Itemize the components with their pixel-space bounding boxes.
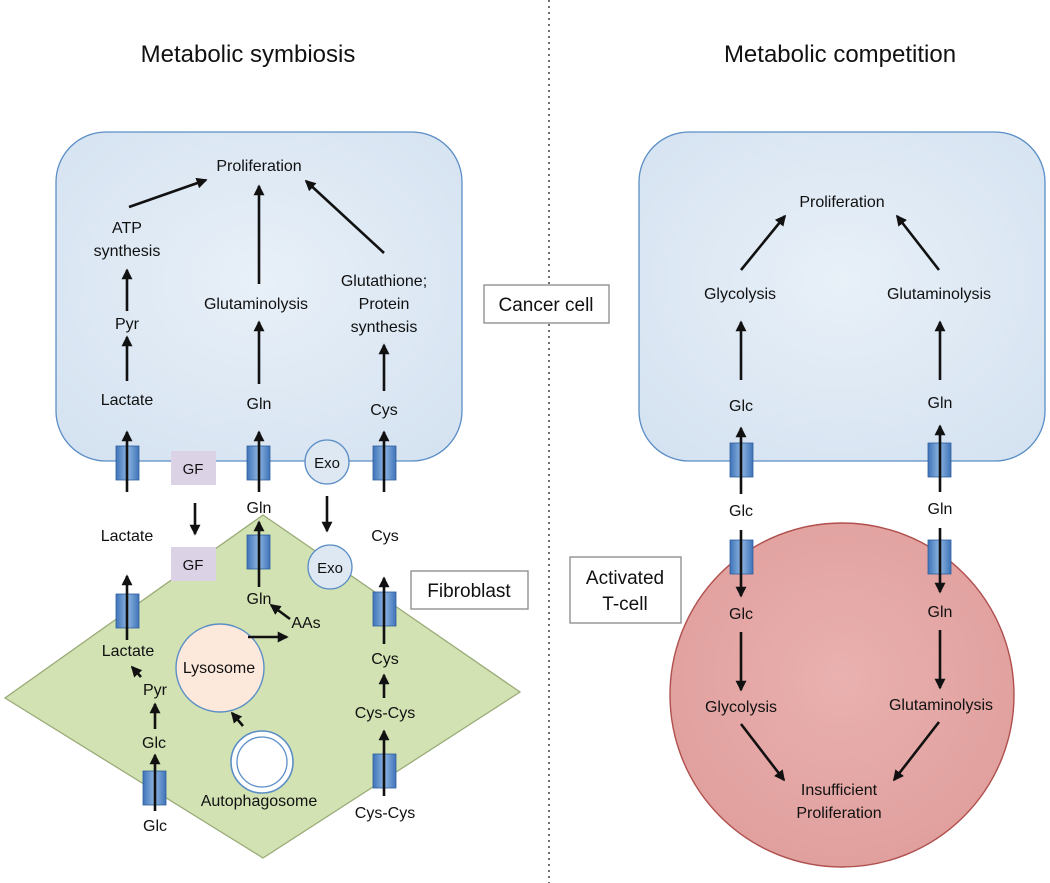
label-lysosome: Lysosome bbox=[183, 660, 255, 677]
label-gln-tcell: Gln bbox=[928, 604, 953, 621]
label-glc-extracellular-right: Glc bbox=[729, 503, 753, 520]
label-glc-outside: Glc bbox=[143, 818, 167, 835]
autophagosome-inner bbox=[236, 736, 288, 788]
label-glutathione: Glutathione; bbox=[341, 273, 427, 290]
right-panel: Proliferation Glycolysis Glutaminolysis … bbox=[569, 131, 1046, 868]
label-glc-fibroblast: Glc bbox=[142, 735, 166, 752]
label-cancer-cell: Cancer cell bbox=[498, 295, 593, 316]
arrow-pyr-to-lactate bbox=[130, 665, 143, 678]
label-tcell: T-cell bbox=[602, 594, 647, 615]
label-atp: ATP bbox=[112, 220, 142, 237]
label-synthesis: synthesis bbox=[94, 243, 161, 260]
label-gln-extracellular-right: Gln bbox=[928, 501, 953, 518]
arrow-glutathione-to-proliferation bbox=[304, 179, 385, 254]
title-metabolic-competition: Metabolic competition bbox=[724, 41, 956, 68]
label-gln-fibroblast: Gln bbox=[247, 591, 272, 608]
label-protein-synthesis: synthesis bbox=[351, 319, 418, 336]
label-glycolysis-tcell: Glycolysis bbox=[705, 699, 777, 716]
gf-box-upper bbox=[171, 451, 216, 485]
label-pyr-fibroblast: Pyr bbox=[143, 682, 168, 699]
arrow-glutaminolysis-to-insufficient bbox=[892, 721, 941, 782]
exo-circle-lower bbox=[307, 544, 353, 590]
arrow-glycolysis-to-insufficient bbox=[739, 723, 786, 782]
label-autophagosome: Autophagosome bbox=[201, 793, 318, 810]
label-glc-cancer-right: Glc bbox=[729, 398, 753, 415]
label-glycolysis-right: Glycolysis bbox=[704, 286, 776, 303]
label-glutaminolysis-right: Glutaminolysis bbox=[887, 286, 991, 303]
label-cyscys-fibroblast: Cys-Cys bbox=[355, 705, 415, 722]
left-panel: Proliferation ATP synthesis Pyr Lactate … bbox=[3, 131, 610, 859]
label-proliferation-right: Proliferation bbox=[799, 194, 884, 211]
label-aas: AAs bbox=[291, 615, 320, 632]
label-protein: Protein bbox=[359, 296, 410, 313]
cancer-cell-label-box bbox=[483, 284, 610, 324]
label-gf-upper: GF bbox=[183, 461, 204, 478]
label-gln-cancer: Gln bbox=[247, 396, 272, 413]
arrow-atp-to-proliferation bbox=[128, 177, 208, 209]
label-proliferation-cancer: Proliferation bbox=[216, 158, 301, 175]
tcell-shape bbox=[669, 522, 1015, 868]
arrow-aas-to-gln bbox=[269, 603, 291, 621]
label-gln-cancer-right: Gln bbox=[928, 395, 953, 412]
label-activated: Activated bbox=[586, 568, 664, 589]
label-exo-lower: Exo bbox=[317, 560, 343, 577]
label-lactate-fibroblast: Lactate bbox=[102, 643, 155, 660]
label-glutaminolysis-tcell: Glutaminolysis bbox=[889, 697, 993, 714]
exo-circle-upper bbox=[304, 439, 350, 485]
label-pyr-cancer: Pyr bbox=[115, 316, 140, 333]
label-lactate-extracellular: Lactate bbox=[101, 528, 154, 545]
title-metabolic-symbiosis: Metabolic symbiosis bbox=[141, 41, 356, 68]
arrow-glycolysis-to-proliferation bbox=[739, 214, 787, 271]
fibroblast-label-box bbox=[410, 570, 529, 610]
label-cyscys-outside: Cys-Cys bbox=[355, 805, 415, 822]
label-insufficient-proliferation: Proliferation bbox=[796, 805, 881, 822]
label-cys-cancer: Cys bbox=[370, 402, 398, 419]
arrow-autophagosome-to-lysosome bbox=[230, 711, 244, 727]
label-cys-fibroblast: Cys bbox=[371, 651, 399, 668]
label-gln-extracellular: Gln bbox=[247, 500, 272, 517]
label-exo-upper: Exo bbox=[314, 455, 340, 472]
gf-box-lower bbox=[171, 547, 216, 581]
arrow-glutaminolysis-to-proliferation-right bbox=[895, 214, 941, 271]
label-lactate-cancer: Lactate bbox=[101, 392, 154, 409]
label-gf-lower: GF bbox=[183, 557, 204, 574]
label-cys-extracellular: Cys bbox=[371, 528, 399, 545]
lysosome-circle bbox=[175, 623, 265, 713]
label-glutaminolysis-cancer: Glutaminolysis bbox=[204, 296, 308, 313]
label-insufficient: Insufficient bbox=[801, 782, 878, 799]
tcell-label-box bbox=[569, 556, 682, 624]
label-fibroblast: Fibroblast bbox=[427, 581, 511, 602]
label-glc-tcell: Glc bbox=[729, 606, 753, 623]
